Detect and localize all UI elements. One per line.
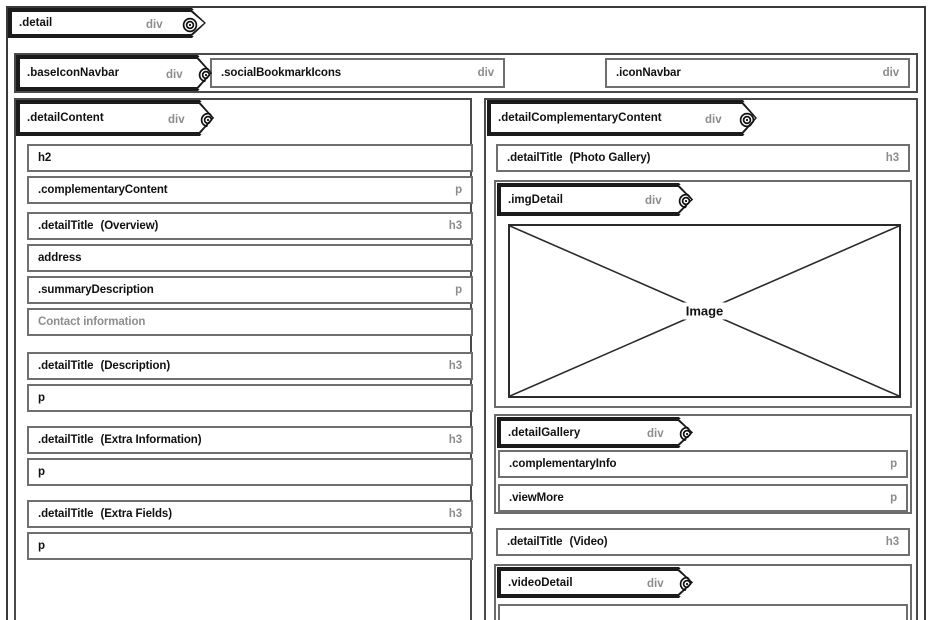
- list-item[interactable]: p: [27, 458, 473, 486]
- icon-navbar-box[interactable]: .iconNavbar div: [605, 58, 910, 88]
- row-sublabel: (Overview): [100, 220, 159, 232]
- bullseye-icon: [182, 17, 198, 33]
- list-item[interactable]: .detailTitle (Overview) h3: [27, 212, 473, 240]
- row-type-label: h3: [448, 508, 462, 520]
- tag-label: .detailComplementaryContent: [498, 112, 662, 124]
- tag-type-label: div: [647, 428, 664, 440]
- list-item[interactable]: .viewMore p: [498, 484, 908, 512]
- row-type-label: p: [890, 492, 897, 504]
- row-label: .complementaryInfo: [509, 458, 617, 470]
- video-title-row[interactable]: .detailTitle (Video) h3: [496, 528, 910, 556]
- row-label: p: [38, 392, 45, 404]
- tag-label: .imgDetail: [508, 193, 563, 206]
- social-bookmark-icons-box[interactable]: .socialBookmarkIcons div: [210, 58, 505, 88]
- base-icon-navbar-tag[interactable]: .baseIconNavbar div: [16, 55, 212, 91]
- row-label: .detailTitle: [507, 152, 563, 164]
- tag-type-label: div: [166, 69, 183, 81]
- tag-shape-fill: [491, 104, 755, 132]
- detail-gallery-tag[interactable]: .detailGallery div: [497, 417, 693, 448]
- tag-shape-fill: [501, 187, 691, 212]
- row-type-label: h3: [448, 360, 462, 372]
- tag-label: .detailContent: [27, 112, 104, 124]
- tag-shape-fill: [20, 59, 210, 87]
- row-sublabel: (Extra Information): [100, 434, 202, 446]
- row-label: .complementaryContent: [38, 184, 168, 196]
- row-type-label: h3: [448, 434, 462, 446]
- tag-shape-fill: [20, 104, 212, 132]
- row-label: Contact information: [38, 316, 146, 328]
- tag-label: .detail: [19, 17, 53, 29]
- list-item[interactable]: .complementaryContent p: [27, 176, 473, 204]
- row-label: .detailTitle: [507, 536, 563, 548]
- row-type-label: p: [455, 184, 462, 196]
- row-label: .detailTitle: [38, 220, 94, 232]
- detail-root-tag[interactable]: .detail div: [8, 8, 206, 38]
- image-placeholder[interactable]: Image: [508, 224, 901, 398]
- row-label: .detailTitle: [38, 360, 94, 372]
- box-type-label: div: [882, 67, 899, 79]
- detail-content-tag[interactable]: .detailContent div: [16, 100, 214, 136]
- bullseye-icon: [739, 112, 755, 128]
- list-item[interactable]: .detailTitle (Extra Fields) h3: [27, 500, 473, 528]
- box-label: .iconNavbar: [616, 67, 681, 79]
- list-item[interactable]: .detailTitle (Extra Information) h3: [27, 426, 473, 454]
- row-label: address: [38, 252, 82, 264]
- video-detail-tag[interactable]: .videoDetail div: [497, 567, 693, 598]
- img-detail-tag[interactable]: .imgDetail div: [497, 183, 693, 216]
- row-type-label: h3: [885, 536, 899, 548]
- list-item[interactable]: [498, 604, 908, 620]
- tag-type-label: div: [146, 19, 163, 31]
- image-placeholder-caption: Image: [681, 302, 728, 320]
- list-item[interactable]: Contact information: [27, 308, 473, 336]
- tag-label: .detailGallery: [508, 426, 581, 439]
- row-label: .summaryDescription: [38, 284, 154, 296]
- tag-label: .videoDetail: [508, 576, 573, 589]
- row-sublabel: (Photo Gallery): [569, 152, 651, 164]
- row-type-label: p: [455, 284, 462, 296]
- row-label: .viewMore: [509, 492, 564, 504]
- list-item[interactable]: .summaryDescription p: [27, 276, 473, 304]
- tag-type-label: div: [645, 195, 662, 207]
- tag-shape-fill: [12, 12, 204, 34]
- tag-label: .baseIconNavbar: [27, 67, 120, 79]
- row-sublabel: (Video): [569, 536, 608, 548]
- row-type-label: p: [890, 458, 897, 470]
- tag-type-label: div: [705, 114, 722, 126]
- list-item[interactable]: p: [27, 532, 473, 560]
- row-label: .detailTitle: [38, 434, 94, 446]
- row-sublabel: (Extra Fields): [100, 508, 172, 520]
- tag-shape-fill: [501, 571, 691, 594]
- box-type-label: div: [477, 67, 494, 79]
- detail-complementary-content-tag[interactable]: .detailComplementaryContent div: [487, 100, 757, 136]
- list-item[interactable]: address: [27, 244, 473, 272]
- list-item[interactable]: .complementaryInfo p: [498, 450, 908, 478]
- row-label: p: [38, 466, 45, 478]
- row-label: p: [38, 540, 45, 552]
- box-label: .socialBookmarkIcons: [221, 67, 342, 79]
- list-item[interactable]: .detailTitle (Description) h3: [27, 352, 473, 380]
- tag-type-label: div: [168, 114, 185, 126]
- tag-shape-fill: [501, 421, 691, 444]
- row-type-label: h3: [448, 220, 462, 232]
- list-item[interactable]: h2: [27, 144, 473, 172]
- row-type-label: h3: [885, 152, 899, 164]
- photo-gallery-title-row[interactable]: .detailTitle (Photo Gallery) h3: [496, 144, 910, 172]
- row-label: h2: [38, 152, 52, 164]
- row-sublabel: (Description): [100, 360, 171, 372]
- tag-type-label: div: [647, 578, 664, 590]
- list-item[interactable]: p: [27, 384, 473, 412]
- row-label: .detailTitle: [38, 508, 94, 520]
